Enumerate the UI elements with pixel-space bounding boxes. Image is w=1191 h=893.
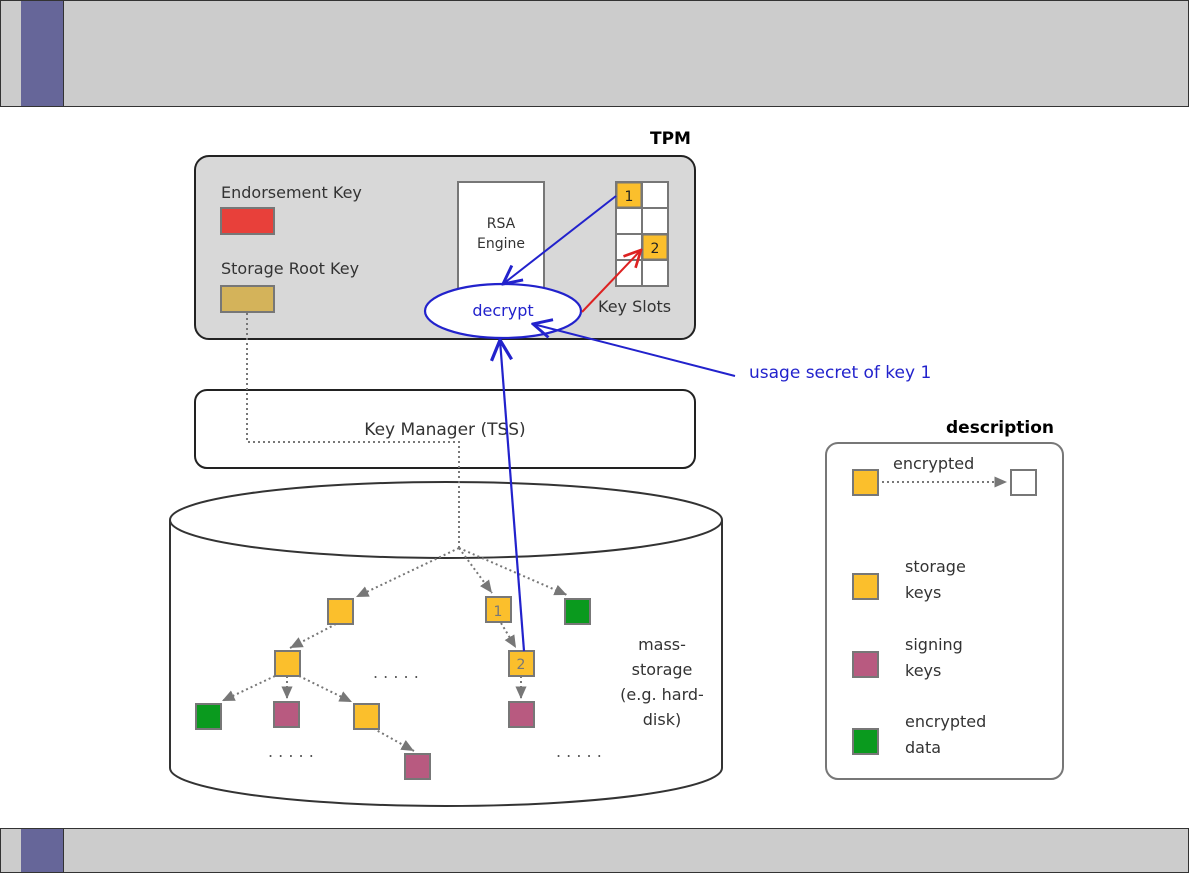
header-bar-accent <box>21 1 64 106</box>
legend-encrypted-data-swatch <box>852 728 879 755</box>
usage-secret-arrow <box>533 324 736 377</box>
storage-key-node-b <box>274 650 301 677</box>
encrypted-data-node-b <box>195 703 222 730</box>
legend-encrypted-target-swatch <box>1010 469 1037 496</box>
legend-storage-keys-line1: storage <box>905 557 966 576</box>
storage-key-node-1 <box>485 596 512 623</box>
key-hierarchy-arrows <box>221 547 568 752</box>
storage-root-key-swatch <box>220 285 275 313</box>
tpm-title: TPM <box>650 129 691 149</box>
header-bar <box>0 0 1189 107</box>
key-slot-1 <box>616 182 642 208</box>
slot1-to-decrypt-arrow <box>503 195 617 284</box>
footer-bar-accent <box>21 829 64 872</box>
encrypted-data-node-a <box>564 598 591 625</box>
key-slot-1-label: 1 <box>625 189 634 205</box>
mass-storage-cylinder <box>169 520 723 807</box>
storage-root-key-label: Storage Root Key <box>221 259 359 278</box>
legend-storage-keys-swatch <box>852 573 879 600</box>
mass-storage-label-line1: mass- <box>638 635 686 654</box>
legend-storage-keys-line2: keys <box>905 583 941 602</box>
tpm-box <box>194 155 696 340</box>
key-manager-box <box>194 389 696 469</box>
legend-signing-keys-line1: signing <box>905 635 963 654</box>
mass-storage-ellipsis-left: . . . . . <box>268 742 314 761</box>
legend-signing-keys-line2: keys <box>905 661 941 680</box>
storage-key-node-2 <box>508 650 535 677</box>
storage-key-node-2-label: 2 <box>517 657 526 673</box>
legend-encrypted-source-swatch <box>852 469 879 496</box>
endorsement-key-label: Endorsement Key <box>221 183 362 202</box>
legend-signing-keys-swatch <box>852 651 879 678</box>
rsa-engine-label-line2: Engine <box>477 236 525 252</box>
rsa-engine-label-line1: RSA <box>487 216 516 232</box>
key-slot-2 <box>642 234 668 260</box>
signing-key-node-c <box>404 753 431 780</box>
key2-to-decrypt-arrow <box>500 340 526 652</box>
legend-encrypted-data-line2: data <box>905 738 941 757</box>
key-slot-2-label: 2 <box>651 241 660 257</box>
mass-storage-label-line4: disk) <box>643 710 681 729</box>
decrypt-to-slot2-arrow <box>581 250 641 313</box>
endorsement-key-swatch <box>220 207 275 235</box>
legend-encrypted-data-line1: encrypted <box>905 712 986 731</box>
decrypt-label: decrypt <box>472 301 533 320</box>
key-manager-label: Key Manager (TSS) <box>364 420 525 440</box>
mass-storage-label-line2: storage <box>632 660 693 679</box>
mass-storage-label-line3: (e.g. hard- <box>620 685 704 704</box>
description-box <box>825 442 1064 780</box>
signing-key-node-b <box>508 701 535 728</box>
srk-dotted-path <box>246 313 460 548</box>
footer-bar <box>0 828 1189 873</box>
mass-storage-ellipsis-right: . . . . . <box>556 742 602 761</box>
key-slots-grid <box>615 181 669 287</box>
usage-secret-label: usage secret of key 1 <box>749 363 931 383</box>
mass-storage-cylinder-top <box>169 481 723 559</box>
signing-key-node-a <box>273 701 300 728</box>
mass-storage-ellipsis-middle: . . . . . <box>373 663 419 682</box>
storage-key-node-c <box>353 703 380 730</box>
description-title: description <box>946 418 1054 438</box>
legend-encrypted-label: encrypted <box>893 454 974 473</box>
storage-key-node-a <box>327 598 354 625</box>
storage-key-node-1-label: 1 <box>494 604 503 620</box>
key-slots-label: Key Slots <box>598 297 671 316</box>
